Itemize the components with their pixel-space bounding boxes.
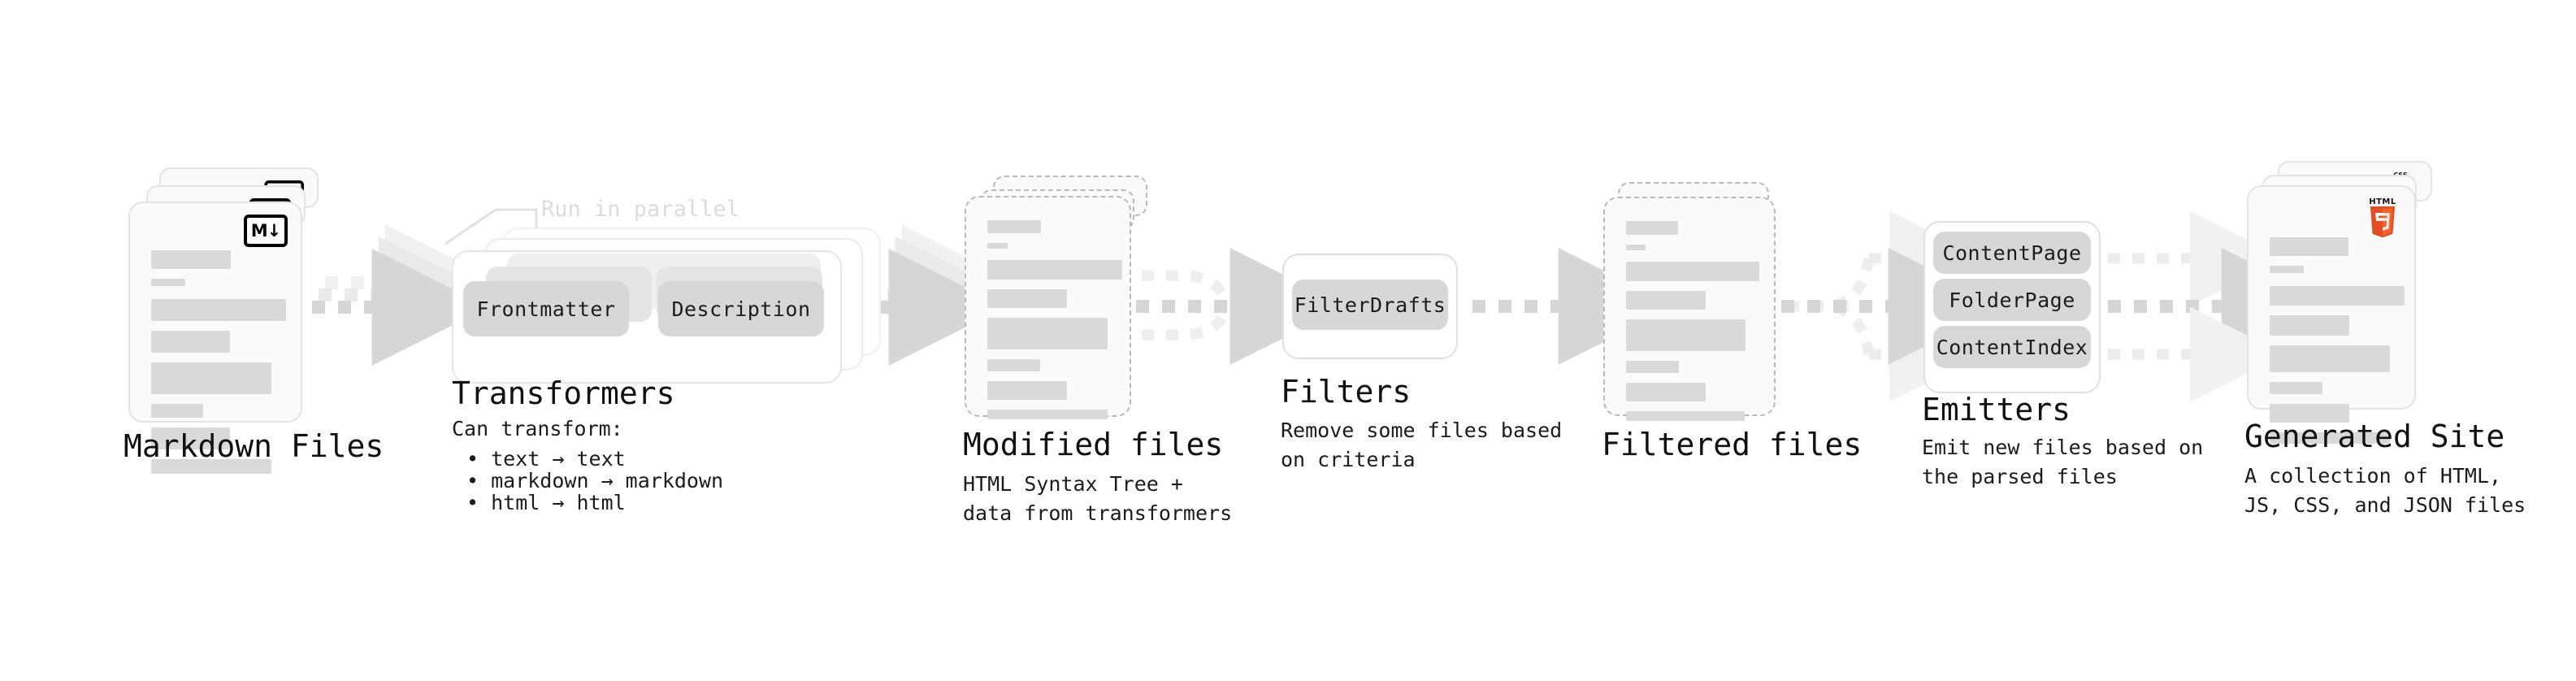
markdown-badge: M↓ [244, 215, 288, 247]
conn-emitters-to-site [2108, 210, 2339, 402]
emitter-chip-contentpage[interactable]: ContentPage [1933, 232, 2091, 274]
transformer-chip-frontmatter[interactable]: Frontmatter [463, 281, 629, 336]
html5-badge-wrap: HTML [2364, 198, 2401, 241]
markdown-placeholder-lines [151, 250, 286, 484]
transformers-title: Transformers [452, 375, 675, 411]
transformers-description: Can transform: [452, 417, 623, 440]
markdown-badge-label: M↓ [244, 215, 288, 247]
filter-chip-filterdrafts[interactable]: FilterDrafts [1292, 280, 1448, 330]
site-placeholder-lines [2270, 237, 2405, 453]
transformer-chip-description[interactable]: Description [658, 281, 824, 336]
conn-modified-to-filters [1136, 248, 1347, 365]
filtered-files-title: Filtered files [1602, 427, 1863, 462]
run-in-parallel-annotation: Run in parallel [541, 197, 739, 222]
transformers-bullet-0: • text → text [466, 447, 626, 471]
filtered-placeholder-lines [1626, 221, 1759, 431]
modified-files-title: Modified files [963, 427, 1224, 462]
filters-title: Filters [1281, 374, 1412, 410]
transformer-chip-description-label: Description [671, 297, 811, 321]
markdown-files-title: Markdown Files [124, 428, 384, 464]
transformer-chip-frontmatter-label: Frontmatter [476, 297, 616, 321]
filter-chip-filterdrafts-label: FilterDrafts [1294, 293, 1446, 317]
transformers-bullet-1: • markdown → markdown [466, 469, 724, 492]
conn-filtered-to-emitters [1781, 210, 2006, 402]
html5-icon: HTML [2364, 198, 2401, 241]
filtered-card-front [1603, 197, 1776, 421]
emitter-chip-contentpage-label: ContentPage [1942, 241, 2082, 265]
emitter-chip-contentindex-label: ContentIndex [1936, 335, 2088, 359]
emitters-title: Emitters [1922, 392, 2071, 427]
modified-placeholder-lines [987, 220, 1122, 429]
html5-shield-icon [2370, 206, 2396, 238]
site-card-front: HTML [2247, 185, 2416, 444]
modified-files-description: HTML Syntax Tree + data from transformer… [963, 472, 1233, 526]
emitter-chip-contentindex[interactable]: ContentIndex [1933, 326, 2091, 368]
emitter-chip-folderpage-label: FolderPage [1949, 288, 2075, 312]
emitter-chip-folderpage[interactable]: FolderPage [1933, 279, 2091, 321]
conn-markdown-to-transformers [312, 224, 502, 366]
emitters-description: Emit new files based on the parsed files [1922, 436, 2204, 489]
markdown-card-front: M↓ [128, 202, 302, 474]
generated-site-title: Generated Site [2244, 419, 2505, 454]
transformers-bullet-2: • html → html [466, 491, 626, 514]
html5-icon-label: HTML [2369, 197, 2396, 206]
modified-card-front [965, 196, 1131, 419]
generated-site-description: A collection of HTML, JS, CSS, and JSON … [2244, 464, 2526, 518]
filters-description: Remove some files based on criteria [1281, 419, 1563, 472]
